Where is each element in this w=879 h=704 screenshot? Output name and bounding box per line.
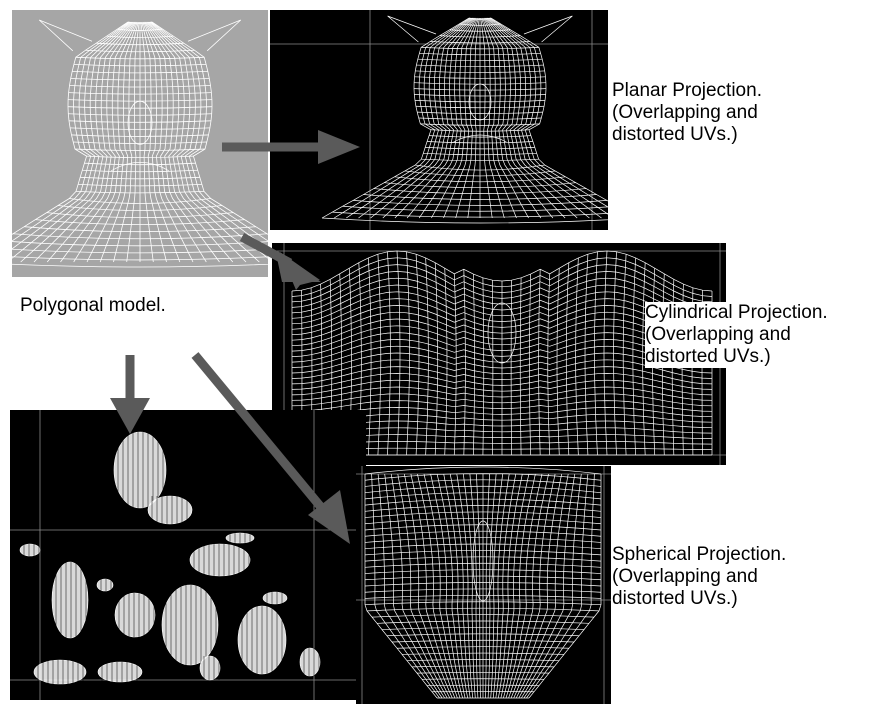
planar-projection-panel xyxy=(270,10,608,230)
polygonal-model-label: Polygonal model. xyxy=(20,295,166,317)
spherical-uv-wireframe xyxy=(356,466,611,704)
spherical-note-line2: distorted UVs.) xyxy=(612,588,786,610)
cylindrical-caption: Cylindrical Projection. (Overlapping and… xyxy=(645,302,828,368)
polygonal-model-caption: Polygonal model. xyxy=(20,295,166,317)
planar-uv-wireframe xyxy=(270,10,608,230)
planar-title: Planar Projection. xyxy=(612,80,762,102)
planar-note-line2: distorted UVs.) xyxy=(612,124,762,146)
cylindrical-note-line2: distorted UVs.) xyxy=(645,346,828,368)
uv-shells-wireframe xyxy=(10,410,366,700)
planar-caption: Planar Projection. (Overlapping and dist… xyxy=(612,80,762,146)
cylindrical-note-line1: (Overlapping and xyxy=(645,324,828,346)
spherical-caption: Spherical Projection. (Overlapping and d… xyxy=(612,544,786,610)
polygonal-model-panel xyxy=(12,10,268,277)
spherical-title: Spherical Projection. xyxy=(612,544,786,566)
planar-note-line1: (Overlapping and xyxy=(612,102,762,124)
spherical-note-line1: (Overlapping and xyxy=(612,566,786,588)
cylindrical-title: Cylindrical Projection. xyxy=(645,302,828,324)
uv-shells-panel xyxy=(10,410,366,700)
polygonal-model-wireframe xyxy=(12,10,268,277)
spherical-projection-panel xyxy=(356,466,611,704)
